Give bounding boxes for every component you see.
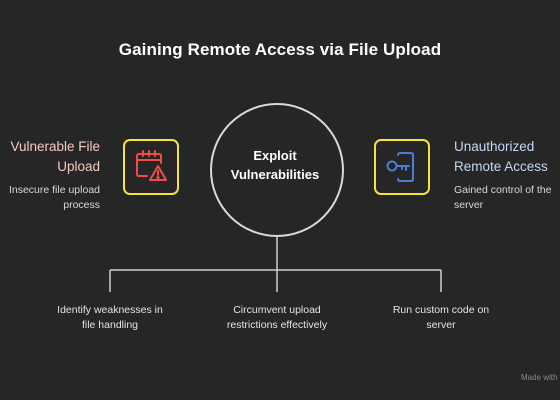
step-2: Circumvent upload restrictions effective… <box>202 303 352 333</box>
center-label: Exploit Vulnerabilities <box>205 146 345 184</box>
step-1-line1: Identify weaknesses in <box>57 304 163 316</box>
step-3: Run custom code on server <box>366 303 516 333</box>
step-1: Identify weaknesses in file handling <box>35 303 185 333</box>
step-2-line2: restrictions effectively <box>226 319 328 331</box>
step-3-line1: Run custom code on <box>392 304 490 316</box>
right-description: Gained control of the server <box>454 183 551 213</box>
center-label-line2: Vulnerabilities <box>230 167 320 182</box>
center-label-line1: Exploit <box>253 148 297 163</box>
diagram-title: Gaining Remote Access via File Upload <box>118 40 442 59</box>
right-icon-box <box>374 139 430 195</box>
right-heading: Unauthorized Remote Access <box>454 137 548 177</box>
calendar-warning-icon <box>136 150 167 181</box>
right-desc-line1: Gained control of the <box>454 184 552 196</box>
left-heading: Vulnerable File Upload <box>10 137 100 177</box>
left-heading-line2: Upload <box>57 159 100 174</box>
left-heading-line1: Vulnerable File <box>10 139 100 154</box>
right-heading-line2: Remote Access <box>454 159 548 174</box>
step-3-line2: server <box>426 319 456 331</box>
key-door-icon <box>386 152 414 182</box>
left-description: Insecure file upload process <box>9 183 100 213</box>
watermark: Made with <box>521 373 558 382</box>
right-heading-line1: Unauthorized <box>454 139 535 154</box>
step-1-line2: file handling <box>81 319 139 331</box>
left-desc-line1: Insecure file upload <box>8 184 100 196</box>
left-icon-box <box>123 139 179 195</box>
right-desc-line2: server <box>454 199 484 211</box>
left-desc-line2: process <box>63 199 100 211</box>
step-2-line1: Circumvent upload <box>233 304 321 316</box>
